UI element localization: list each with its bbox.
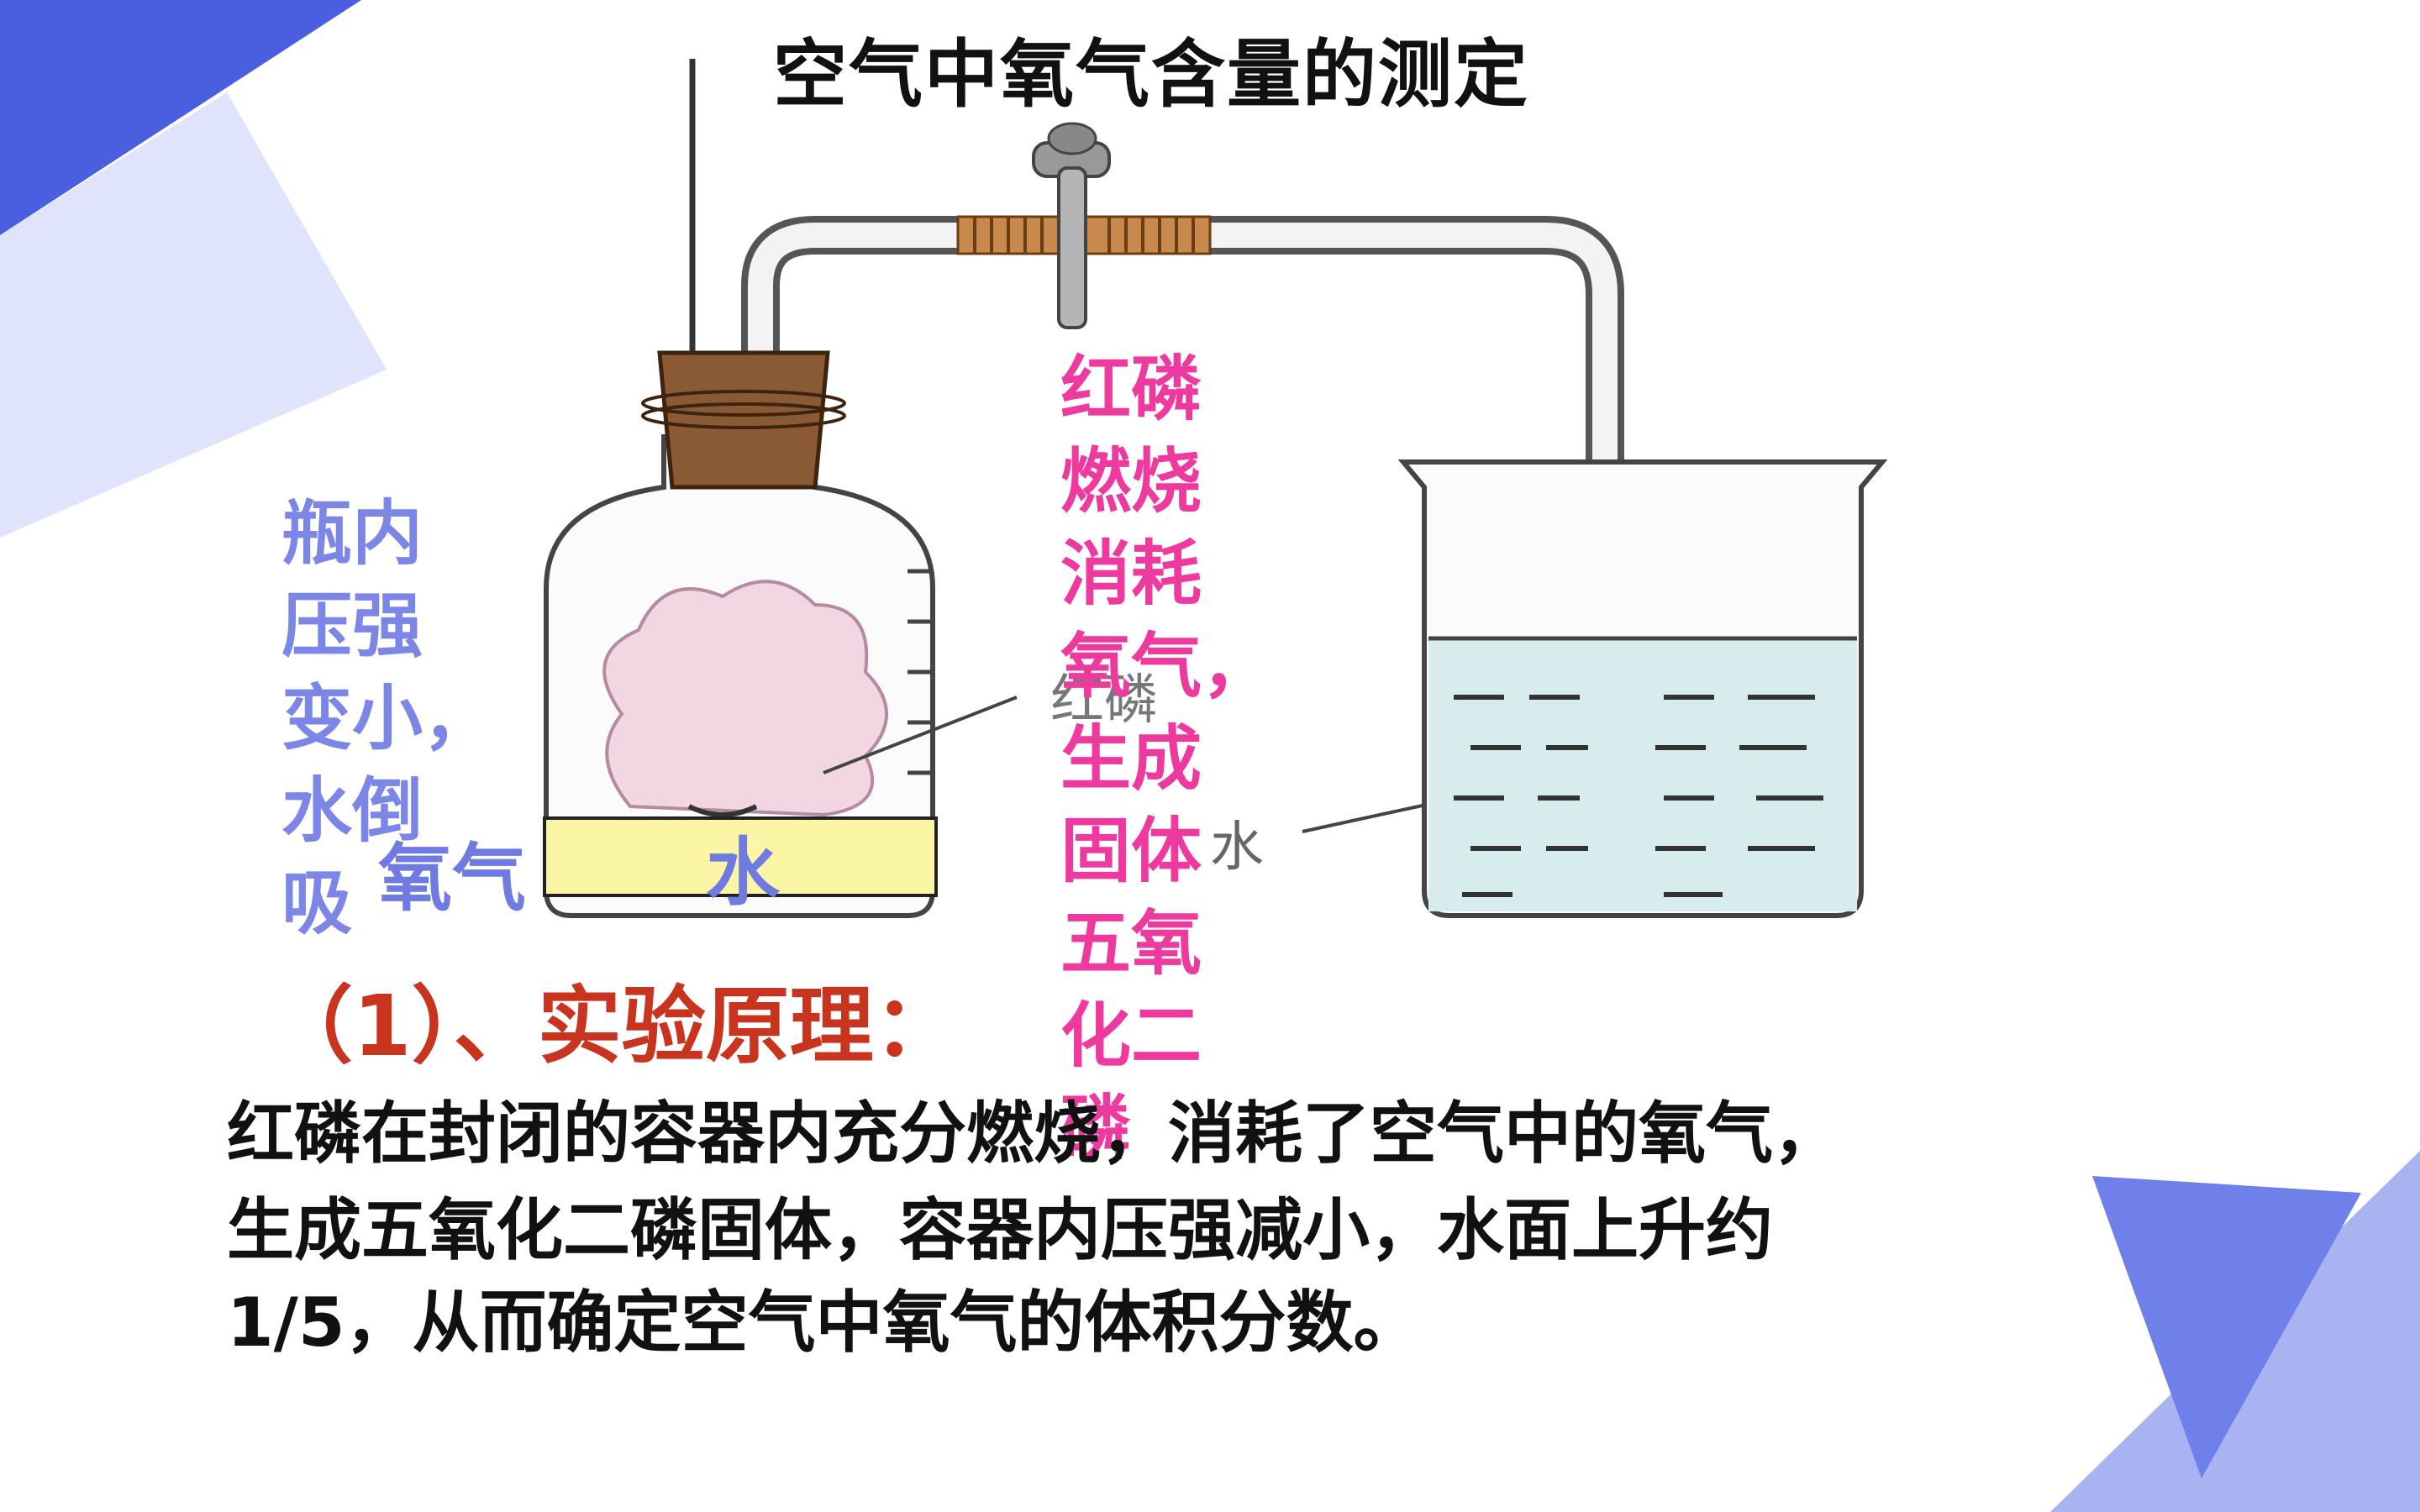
top-left-light-triangle (0, 92, 387, 538)
page-title: 空气中氧气含量的测定 (773, 31, 1530, 118)
reaction-note: 红磷 燃烧 消耗 氧气， 生成 固体 五氧 化二 磷 (1060, 348, 1273, 1169)
section-heading: （1）、实验原理： (269, 977, 958, 1075)
top-left-dark-triangle (0, 0, 361, 235)
water-box (543, 816, 938, 897)
rubber-stopper (641, 350, 846, 490)
white-smoke (602, 580, 888, 817)
principle-line-2: 生成五氧化二磷固体，容器内压强减小，水面上升约 (227, 1191, 1773, 1269)
diagram-label-water: 水 (1210, 816, 1264, 879)
beaker (1397, 459, 1888, 918)
oxygen-label: 氧气 (378, 835, 527, 921)
water-box-label: 水 (706, 829, 781, 916)
beaker-water (1428, 638, 1857, 911)
experiment-apparatus-illustration: 红磷 水 (544, 59, 1888, 918)
tube-clamp (1032, 122, 1111, 329)
diagram-label-red-phosphorus: 红磷 (1050, 669, 1158, 732)
pressure-note: 瓶内 压强 变小， 水倒 吸 (281, 492, 494, 944)
bottom-right-dark-triangle (2092, 1176, 2361, 1478)
principle-line-3: 1/5，从而确定空气中氧气的体积分数。 (227, 1284, 1421, 1362)
principle-line-1: 红磷在封闭的容器内充分燃烧，消耗了空气中的氧气， (227, 1095, 1840, 1173)
delivery-tube (741, 216, 1624, 857)
combustion-spoon (687, 804, 758, 817)
pointer-red-phosphorus (823, 696, 1018, 774)
